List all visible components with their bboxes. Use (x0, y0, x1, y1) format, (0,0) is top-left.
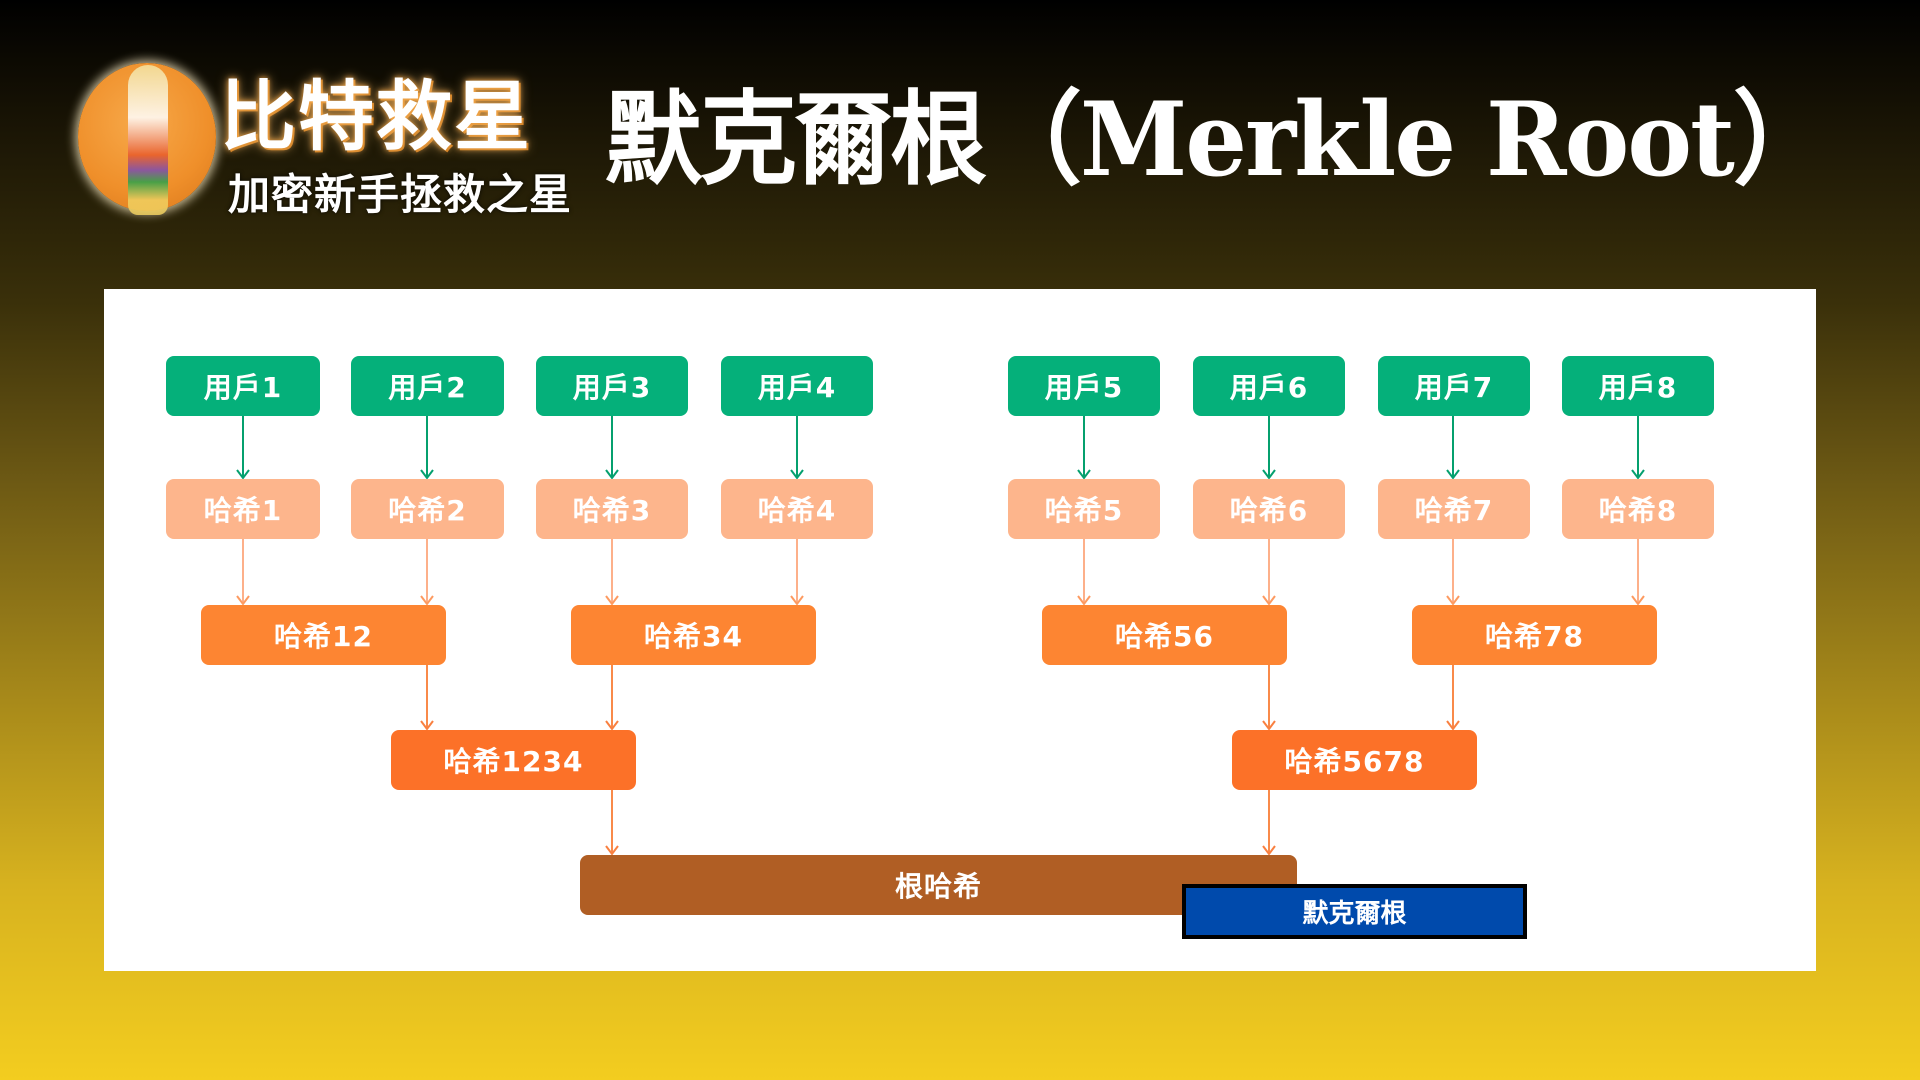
user-node-4: 用戶4 (721, 356, 873, 416)
hash-node-78: 哈希78 (1412, 605, 1657, 665)
user-node-1: 用戶1 (166, 356, 320, 416)
logo-character-icon (128, 65, 168, 215)
hash-node-34: 哈希34 (571, 605, 816, 665)
root-hash-node: 根哈希 (580, 855, 1297, 915)
user-node-6: 用戶6 (1193, 356, 1345, 416)
leaf-hash-3: 哈希3 (536, 479, 688, 539)
leaf-hash-8: 哈希8 (1562, 479, 1714, 539)
hash-node-12: 哈希12 (201, 605, 446, 665)
logo-title: 比特救星 (220, 72, 532, 161)
leaf-hash-6: 哈希6 (1193, 479, 1345, 539)
user-node-2: 用戶2 (351, 356, 504, 416)
leaf-hash-5: 哈希5 (1008, 479, 1160, 539)
user-node-7: 用戶7 (1378, 356, 1530, 416)
merkle-root-label: 默克爾根 (1182, 884, 1527, 939)
user-node-3: 用戶3 (536, 356, 688, 416)
hash-node-56: 哈希56 (1042, 605, 1287, 665)
user-node-5: 用戶5 (1008, 356, 1160, 416)
logo: 比特救星 加密新手拯救之星 (48, 55, 571, 220)
leaf-hash-2: 哈希2 (351, 479, 504, 539)
leaf-hash-7: 哈希7 (1378, 479, 1530, 539)
logo-subtitle: 加密新手拯救之星 (228, 170, 573, 219)
user-node-8: 用戶8 (1562, 356, 1714, 416)
hash-node-1234: 哈希1234 (391, 730, 636, 790)
page-title: 默克爾根（Merkle Root） (605, 80, 1830, 200)
hash-node-5678: 哈希5678 (1232, 730, 1477, 790)
leaf-hash-1: 哈希1 (166, 479, 320, 539)
leaf-hash-4: 哈希4 (721, 479, 873, 539)
